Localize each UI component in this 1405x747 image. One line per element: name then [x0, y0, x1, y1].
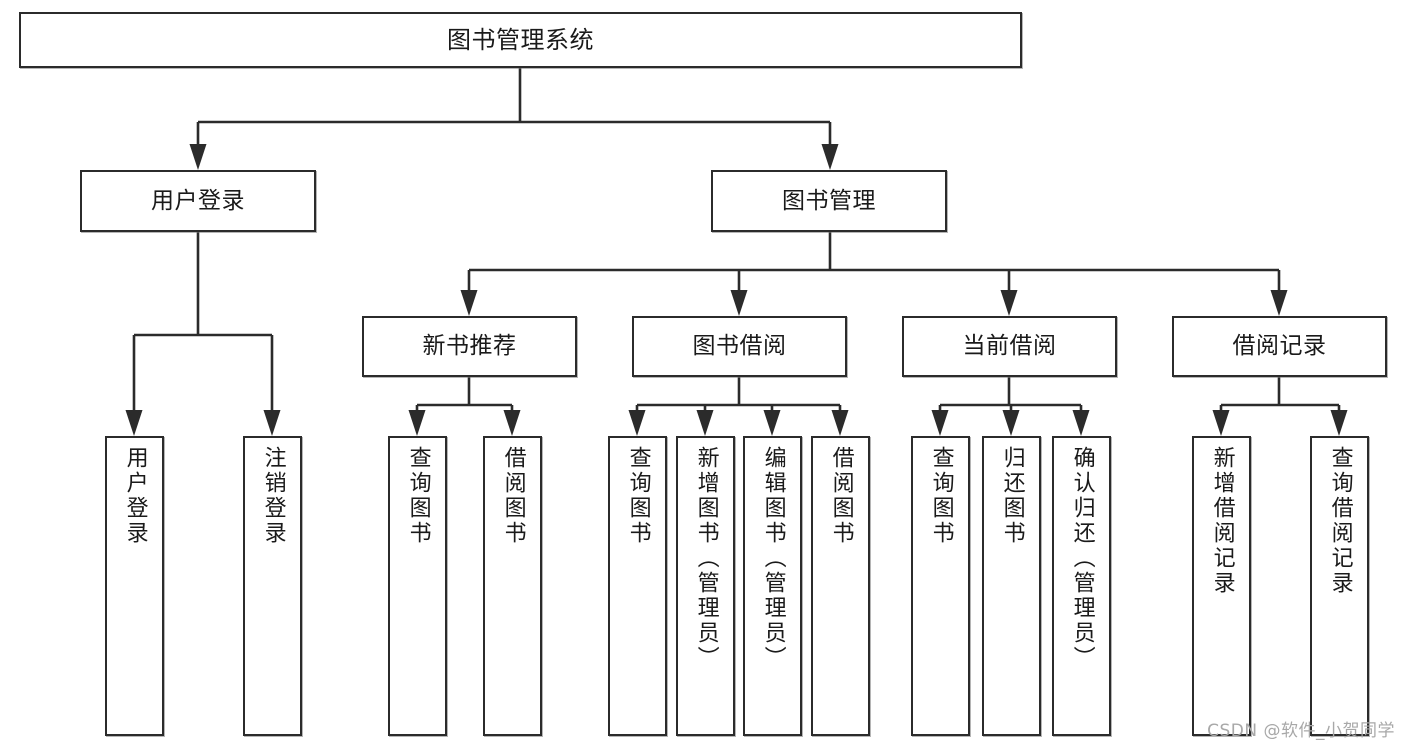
node-label: 查询借阅记录 [1327, 446, 1353, 596]
leaf-node-2[interactable]: 查询图书 [388, 436, 447, 736]
node-label: 编辑图书（管理员） [760, 446, 786, 671]
node-label: 查询图书 [625, 446, 651, 546]
leaf-node-6[interactable]: 编辑图书（管理员） [743, 436, 802, 736]
level2-node-1[interactable]: 图书管理 [711, 170, 947, 232]
node-label: 图书管理系统 [447, 26, 594, 54]
level3-node-3[interactable]: 借阅记录 [1172, 316, 1387, 377]
group-1-arrow-1-head [696, 410, 714, 436]
node-label: 当前借阅 [962, 333, 1057, 360]
leaf-node-9[interactable]: 归还图书 [982, 436, 1041, 736]
group-3-arrow-0-head [1212, 410, 1230, 436]
node-label: 借阅图书 [500, 446, 526, 546]
manage-arrow-0-head [460, 290, 478, 316]
leaf-node-12[interactable]: 查询借阅记录 [1310, 436, 1369, 736]
node-label: 新增图书（管理员） [693, 446, 719, 671]
level2-node-0[interactable]: 用户登录 [80, 170, 316, 232]
node-label: 归还图书 [999, 446, 1025, 546]
node-label: 注销登录 [260, 446, 286, 546]
level3-node-0[interactable]: 新书推荐 [362, 316, 577, 377]
group-2-arrow-2-head [1072, 410, 1090, 436]
login-arrow-0-head [125, 410, 143, 436]
group-1-arrow-2-head [763, 410, 781, 436]
manage-arrow-2-head [1000, 290, 1018, 316]
leaf-node-11[interactable]: 新增借阅记录 [1192, 436, 1251, 736]
node-label: 图书借阅 [692, 333, 787, 360]
leaf-node-1[interactable]: 注销登录 [243, 436, 302, 736]
root-node[interactable]: 图书管理系统 [19, 12, 1022, 68]
leaf-node-3[interactable]: 借阅图书 [483, 436, 542, 736]
level3-node-2[interactable]: 当前借阅 [902, 316, 1117, 377]
group-2-arrow-1-head [1002, 410, 1020, 436]
group-2-arrow-0-head [931, 410, 949, 436]
group-3-arrow-1-head [1330, 410, 1348, 436]
leaf-node-7[interactable]: 借阅图书 [811, 436, 870, 736]
node-label: 用户登录 [151, 187, 245, 214]
login-arrow-1-head [263, 410, 281, 436]
node-label: 新书推荐 [422, 333, 517, 360]
leaf-node-0[interactable]: 用户登录 [105, 436, 164, 736]
node-label: 查询图书 [405, 446, 431, 546]
group-1-arrow-3-head [831, 410, 849, 436]
level3-node-1[interactable]: 图书借阅 [632, 316, 847, 377]
group-0-arrow-0-head [408, 410, 426, 436]
group-0-arrow-1-head [503, 410, 521, 436]
root-arrow-1-head [821, 144, 839, 170]
node-label: 查询图书 [928, 446, 954, 546]
node-label: 用户登录 [122, 446, 148, 546]
node-label: 新增借阅记录 [1209, 446, 1235, 596]
leaf-node-8[interactable]: 查询图书 [911, 436, 970, 736]
leaf-node-4[interactable]: 查询图书 [608, 436, 667, 736]
leaf-node-10[interactable]: 确认归还（管理员） [1052, 436, 1111, 736]
node-label: 借阅记录 [1232, 333, 1327, 360]
node-label: 确认归还（管理员） [1069, 446, 1095, 671]
leaf-node-5[interactable]: 新增图书（管理员） [676, 436, 735, 736]
root-arrow-0-head [189, 144, 207, 170]
group-1-arrow-0-head [628, 410, 646, 436]
node-label: 图书管理 [782, 187, 876, 214]
manage-arrow-1-head [730, 290, 748, 316]
manage-arrow-3-head [1270, 290, 1288, 316]
csdn-watermark: CSDN @软件_小贺同学 [1207, 721, 1395, 741]
node-label: 借阅图书 [828, 446, 854, 546]
